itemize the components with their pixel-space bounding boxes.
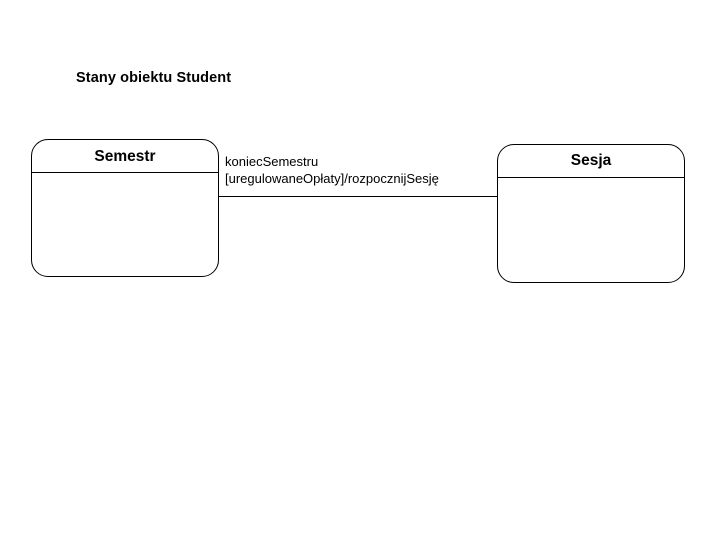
state-name-semestr: Semestr — [94, 148, 156, 165]
transition-line-semestr-to-sesja[interactable] — [219, 196, 498, 197]
transition-trigger: koniecSemestru — [225, 154, 319, 169]
state-compartment-sesja — [498, 177, 684, 282]
state-node-sesja[interactable]: Sesja — [497, 144, 685, 283]
state-divider — [498, 177, 684, 178]
state-node-semestr[interactable]: Semestr — [31, 139, 219, 277]
state-compartment-semestr — [32, 172, 218, 276]
state-name-sesja: Sesja — [570, 152, 612, 169]
state-divider — [32, 172, 218, 173]
transition-guard-action: [uregulowaneOpłaty]/rozpocznijSesję — [225, 171, 439, 186]
page-title: Stany obiektu Student — [76, 70, 232, 86]
transition-label-semestr-to-sesja: koniecSemestru [uregulowaneOpłaty]/rozpo… — [225, 153, 439, 187]
